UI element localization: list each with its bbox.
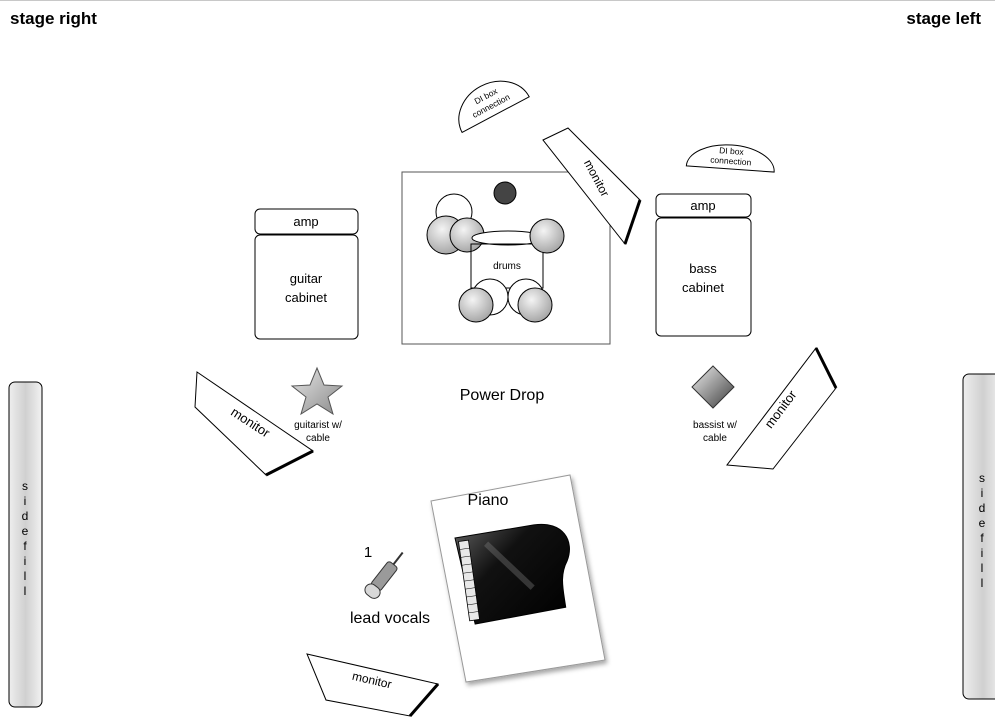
sidefill-left-letter: f [23,539,27,553]
drums-label: drums [493,261,521,272]
sidefill-right-letter: i [981,486,984,500]
drum-kit: drums [426,181,565,323]
ride-cymbal-right [517,287,553,323]
kick-drum-shell [470,243,544,289]
svg-text:bassist w/: bassist w/ [693,420,737,431]
diamond-icon [691,365,735,409]
svg-text:amp: amp [690,198,715,213]
microphone-icon [364,551,404,599]
top-border [0,0,995,1]
di-box-right: DI box connection [685,144,775,173]
svg-text:cable: cable [306,433,330,444]
crash-cymbal-right [529,218,565,254]
sidefill-left-letter: e [22,524,29,538]
svg-text:connection: connection [710,155,752,168]
grand-piano-icon [454,523,570,625]
sidefill-right-letter: l [981,561,984,575]
bass-cabinet: bass cabinet [655,217,752,337]
sidefill-right-letter: d [979,501,986,515]
piano-label: Piano [468,492,509,509]
stage-left-label: stage left [906,9,981,28]
sidefill-right-letter: s [979,471,985,485]
star-icon [290,366,344,416]
sidefill-left-letter: l [24,569,27,583]
ride-cymbal-left [458,287,494,323]
svg-text:guitarist w/: guitarist w/ [294,420,342,431]
svg-text:cabinet: cabinet [682,280,724,295]
svg-text:cable: cable [703,433,727,444]
vocal-mic: 1 lead vocals [350,544,430,627]
monitor-right: monitor [726,347,838,470]
sidefill-right-letter: f [980,531,984,545]
bass-amp: amp [655,193,752,218]
monitor-left: monitor [194,371,314,477]
sidefill-right-letter: l [981,576,984,590]
monitor-bottom: monitor [306,653,440,717]
svg-text:bass: bass [689,261,717,276]
sidefill-left-letter: i [24,494,27,508]
sidefill-left-letter: s [22,479,28,493]
mic-number: 1 [364,544,372,561]
guitar-amp: amp [254,208,359,235]
piano: Piano [430,474,606,683]
svg-text:amp: amp [293,214,318,229]
sidefill-left-letter: d [22,509,29,523]
sidefill-right-letter: i [981,546,984,560]
stage-right-label: stage right [10,9,97,28]
lead-vocals-label: lead vocals [350,610,430,627]
sidefill-right-letter: e [979,516,986,530]
sidefill-left-letter: i [24,554,27,568]
power-drop-label: Power Drop [460,387,545,404]
di-box-left: DI box connection [458,80,530,134]
svg-text:guitar: guitar [290,271,323,286]
kick-pedal-dot [493,181,517,205]
guitar-cabinet: guitar cabinet [254,234,359,340]
guitarist-marker: guitarist w/ cable [290,366,344,444]
svg-text:DI box: DI box [719,145,745,157]
bassist-marker: bassist w/ cable [691,365,737,444]
svg-text:cabinet: cabinet [285,290,327,305]
sidefill-left-letter: l [24,584,27,598]
